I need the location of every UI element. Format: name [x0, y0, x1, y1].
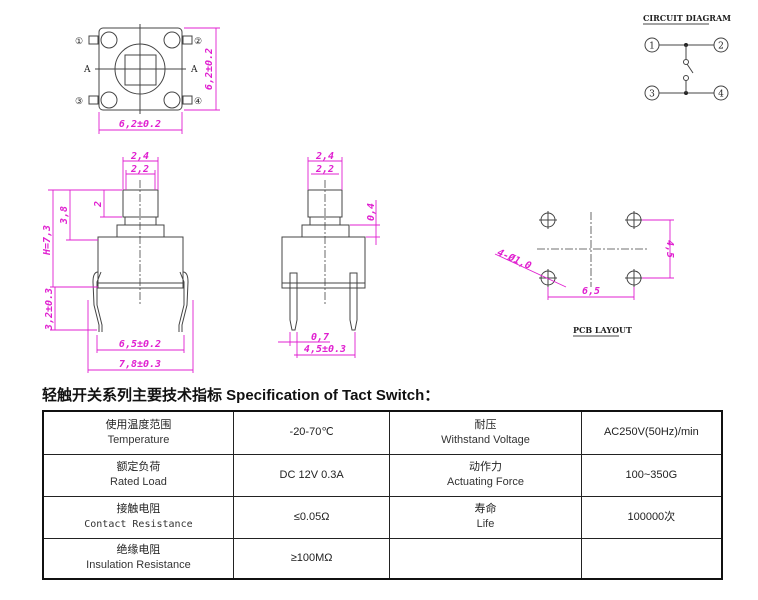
pcb-layout: 4,5 6,5 4-Ø1,0 PCB LAYOUT: [494, 211, 675, 337]
spec-value: -20-70℃: [232, 410, 391, 455]
front-dim-plunger: 2: [93, 201, 104, 208]
section-mark-right: A: [190, 65, 198, 75]
front-dim-stem: 3,8: [59, 206, 70, 225]
side-dim-pin-width: 0,7: [311, 332, 329, 343]
side-dim-top-inner: 2,2: [315, 164, 334, 175]
pcb-horizontal-dim: 6,5: [582, 286, 600, 297]
circuit-pin-4: 4: [718, 90, 724, 100]
spec-value: ≤0.05Ω: [232, 495, 391, 539]
spec-value: [580, 537, 723, 580]
top-width-dim: 6,2±0.2: [119, 119, 161, 130]
pin-label-2: ②: [194, 37, 202, 47]
side-dim-pin-pitch: 4,5±0.3: [304, 344, 346, 355]
front-dim-height: H=7,3: [42, 225, 53, 256]
side-dim-top-outer: 2,4: [315, 151, 334, 162]
spec-label: [389, 537, 582, 580]
side-dim-collar: 0,4: [366, 203, 377, 221]
pin-label-3: ③: [75, 97, 83, 107]
pcb-title: PCB LAYOUT: [573, 325, 632, 335]
section-mark-left: A: [83, 65, 91, 75]
top-height-dim: 6,2±0.2: [204, 48, 215, 90]
pcb-vertical-dim: 4,5: [664, 240, 675, 258]
pin-label-1: ①: [75, 37, 83, 47]
spec-value: 100000次: [580, 495, 723, 539]
top-view: ① ② ③ ④ A A 6,2±0.2 6,2±0.2: [75, 24, 220, 134]
spec-value: ≥100MΩ: [232, 537, 391, 580]
circuit-pin-3: 3: [649, 90, 655, 100]
circuit-pin-1: 1: [649, 42, 655, 52]
front-dim-overall: 7,8±0.3: [119, 359, 161, 370]
spec-value: AC250V(50Hz)/min: [580, 410, 723, 455]
side-view: 2,4 2,2 0,4 0,7 4,5±0.3: [278, 151, 380, 358]
pin-label-4: ④: [194, 97, 202, 107]
spec-value: 100~350G: [580, 453, 723, 497]
front-dim-top-inner: 2,2: [130, 164, 149, 175]
spec-title: 轻触开关系列主要技术指标 Specification of Tact Switc…: [42, 387, 440, 404]
circuit-title: CIRCUIT DIAGRAM: [643, 13, 731, 23]
front-side-view: 2,4 2,2 2 3,8 H=7,3 3,2±0.3 6,5±0.2 7,8±…: [42, 151, 194, 373]
front-dim-pin-length: 3,2±0.3: [44, 288, 55, 331]
spec-value: DC 12V 0.3A: [232, 453, 391, 497]
circuit-diagram: CIRCUIT DIAGRAM 1 2 3 4: [643, 13, 731, 101]
pcb-hole-dim: 4-Ø1,0: [495, 246, 533, 272]
circuit-pin-2: 2: [718, 42, 724, 52]
technical-drawing: ① ② ③ ④ A A 6,2±0.2 6,2±0.2 2,4 2,2 2 3,…: [42, 13, 731, 373]
front-dim-top-outer: 2,4: [130, 151, 149, 162]
front-dim-pin-pitch: 6,5±0.2: [119, 339, 161, 350]
